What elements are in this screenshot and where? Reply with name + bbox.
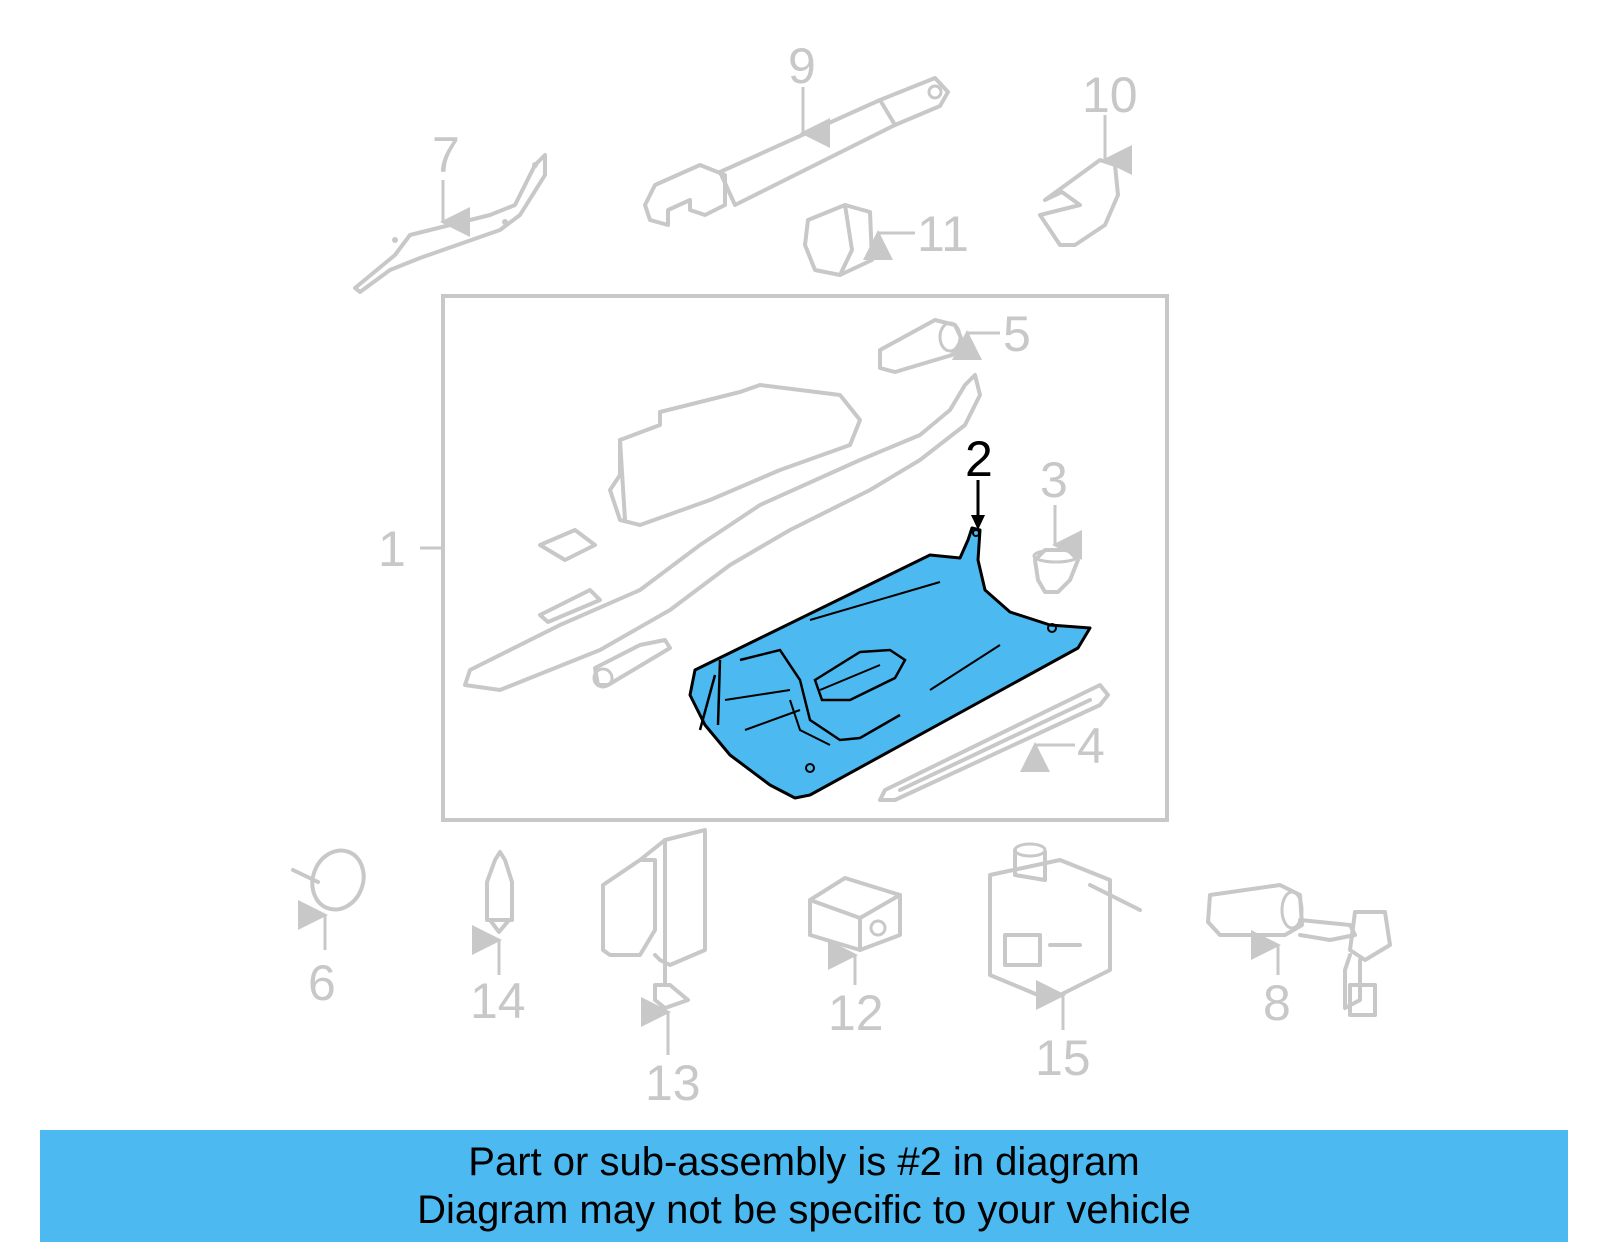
parts-diagram: 1 7 9 10 11 5 bbox=[291, 38, 1392, 1111]
label-part-5: 5 bbox=[1003, 306, 1031, 362]
part-2-glove-box-door bbox=[688, 526, 1092, 800]
label-part-13: 13 bbox=[645, 1055, 701, 1111]
info-banner: Part or sub-assembly is #2 in diagram Di… bbox=[40, 1130, 1568, 1242]
label-part-9: 9 bbox=[788, 38, 816, 94]
glove-box-housing bbox=[463, 373, 982, 692]
label-part-8: 8 bbox=[1263, 975, 1291, 1031]
label-part-4: 4 bbox=[1077, 718, 1105, 774]
label-part-15: 15 bbox=[1035, 1030, 1091, 1086]
label-part-1: 1 bbox=[378, 521, 406, 577]
label-part-2: 2 bbox=[965, 431, 993, 487]
part-4-seal bbox=[878, 683, 1110, 802]
part-6-cap bbox=[291, 848, 366, 912]
label-part-10: 10 bbox=[1082, 67, 1138, 123]
assembly-frame bbox=[441, 294, 1169, 822]
label-part-3: 3 bbox=[1040, 452, 1068, 508]
label-part-6: 6 bbox=[308, 955, 336, 1011]
part-3-grommet bbox=[1032, 548, 1080, 594]
part-5-lamp bbox=[878, 318, 964, 374]
striker-pin bbox=[592, 638, 672, 689]
part-15-actuator bbox=[988, 842, 1142, 1002]
part-12-switch bbox=[808, 876, 902, 952]
banner-line-disclaimer: Diagram may not be specific to your vehi… bbox=[417, 1188, 1191, 1232]
part-9-strut bbox=[643, 76, 950, 227]
part-7-bracket bbox=[353, 153, 547, 294]
part-11-bumper bbox=[803, 203, 874, 277]
part-2-arrowhead bbox=[971, 515, 985, 530]
label-part-14: 14 bbox=[470, 973, 526, 1029]
banner-line-part: Part or sub-assembly is #2 in diagram bbox=[468, 1140, 1140, 1184]
label-part-12: 12 bbox=[828, 985, 884, 1041]
label-part-7: 7 bbox=[432, 127, 460, 183]
part-14-bulb bbox=[485, 850, 514, 934]
label-part-11: 11 bbox=[917, 206, 969, 262]
part-13-latch bbox=[601, 828, 707, 1010]
part-8-lock-cylinder bbox=[1206, 883, 1392, 1017]
part-10-trim bbox=[1038, 158, 1120, 247]
